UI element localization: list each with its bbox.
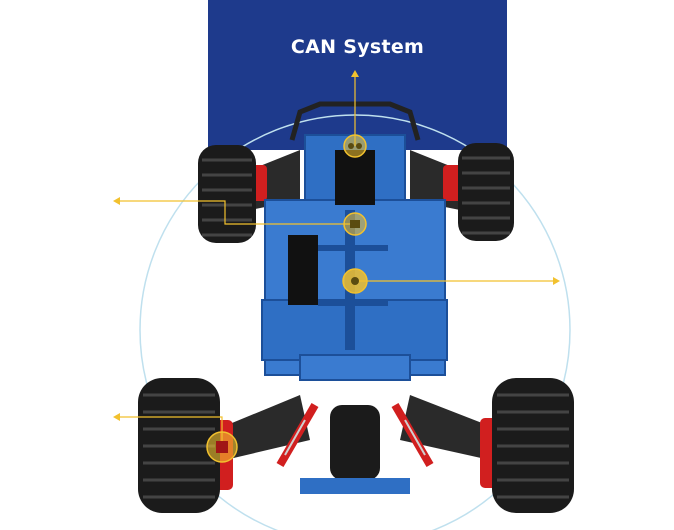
front-module-hotspot[interactable] (343, 134, 367, 158)
module-connector-icon (350, 220, 360, 228)
rear-suspension (205, 395, 508, 494)
front-left-tire (198, 145, 256, 243)
module-connector-icon (351, 277, 359, 285)
rear-right-tire (492, 378, 574, 513)
center-module-hotspot[interactable] (342, 268, 368, 294)
callout-arrowheads (113, 70, 560, 421)
rear-wheel-hotspot[interactable] (206, 431, 238, 463)
page-title: CAN System (290, 36, 425, 58)
blue-chassis (261, 134, 448, 381)
front-right-tire (458, 143, 514, 241)
module-connector-icon (356, 143, 362, 149)
module-connector-icon (348, 143, 354, 149)
module-connector-icon (216, 441, 228, 453)
servo-hotspot[interactable] (343, 212, 367, 236)
rear-left-tire (138, 378, 220, 513)
